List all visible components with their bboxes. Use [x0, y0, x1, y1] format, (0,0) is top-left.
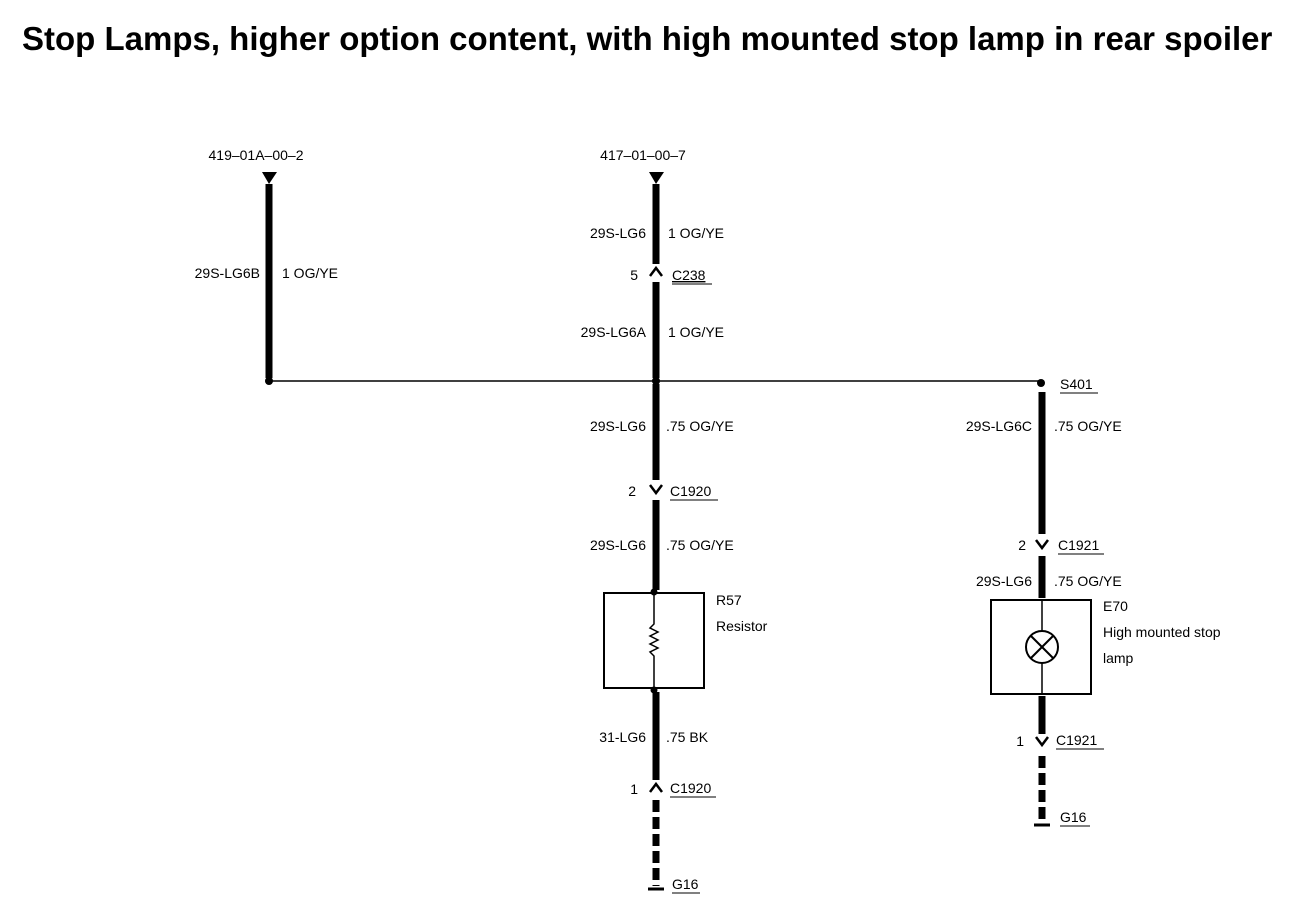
wire-center-mid-circuit: 29S-LG6A — [581, 324, 647, 340]
splice-s401 — [1037, 379, 1045, 387]
lamp-bulb-cross-b — [1030, 635, 1054, 659]
connector-c1920b-symbol — [649, 781, 663, 793]
connector-c1920a-name: C1920 — [670, 483, 711, 499]
connector-c1921a-symbol — [1035, 539, 1049, 551]
connector-c1920a-symbol — [649, 484, 663, 496]
connector-c1920a-pin: 2 — [628, 483, 636, 499]
connector-c1920b-pin: 1 — [630, 781, 638, 797]
connector-c1921b-symbol — [1035, 736, 1049, 748]
splice-s401-label: S401 — [1060, 376, 1093, 392]
resistor-bottom-dot — [650, 686, 658, 694]
connector-c1921b-name: C1921 — [1056, 732, 1097, 748]
wire-right-top-circuit: 29S-LG6C — [966, 418, 1032, 434]
ground-center-label: G16 — [672, 876, 699, 892]
ref-arrow-left — [262, 172, 277, 184]
ref-label-left: 419–01A–00–2 — [209, 147, 304, 163]
wire-right-low-spec: .75 OG/YE — [1054, 573, 1122, 589]
connector-c1921a-pin: 2 — [1018, 537, 1026, 553]
connector-c1921b-pin: 1 — [1016, 733, 1024, 749]
wire-left-spec: 1 OG/YE — [282, 265, 338, 281]
resistor-id: R57 — [716, 592, 742, 608]
wire-center-low2-spec: .75 OG/YE — [666, 537, 734, 553]
wire-right-low-circuit: 29S-LG6 — [976, 573, 1032, 589]
lamp-id: E70 — [1103, 598, 1128, 614]
wire-center-top-spec: 1 OG/YE — [668, 225, 724, 241]
connector-c238-name: C238 — [672, 267, 706, 283]
ground-right-label: G16 — [1060, 809, 1087, 825]
ref-label-center: 417–01–00–7 — [600, 147, 686, 163]
connector-c238-symbol — [649, 265, 663, 277]
wire-center-mid-spec: 1 OG/YE — [668, 324, 724, 340]
connector-c1921a-name: C1921 — [1058, 537, 1099, 553]
junction-center — [652, 377, 660, 385]
wire-center-gnd-spec: .75 BK — [666, 729, 709, 745]
wire-right-top-spec: .75 OG/YE — [1054, 418, 1122, 434]
lamp-box — [990, 599, 1092, 695]
wire-center-top-circuit: 29S-LG6 — [590, 225, 646, 241]
resistor-symbol — [648, 593, 660, 688]
resistor-name: Resistor — [716, 618, 768, 634]
connector-c1920b-name: C1920 — [670, 780, 711, 796]
connector-c238-pin: 5 — [630, 267, 638, 283]
resistor-top-dot — [650, 588, 658, 596]
lamp-bulb-icon — [1025, 630, 1059, 664]
wire-center-low1-circuit: 29S-LG6 — [590, 418, 646, 434]
ref-arrow-center — [649, 172, 664, 184]
lamp-name-line1: High mounted stop — [1103, 624, 1221, 640]
diagram-title: Stop Lamps, higher option content, with … — [22, 20, 1273, 57]
lamp-name-line2: lamp — [1103, 650, 1134, 666]
wire-left-circuit: 29S-LG6B — [195, 265, 260, 281]
wire-center-low1-spec: .75 OG/YE — [666, 418, 734, 434]
wire-center-gnd-circuit: 31-LG6 — [599, 729, 646, 745]
wire-center-low2-circuit: 29S-LG6 — [590, 537, 646, 553]
